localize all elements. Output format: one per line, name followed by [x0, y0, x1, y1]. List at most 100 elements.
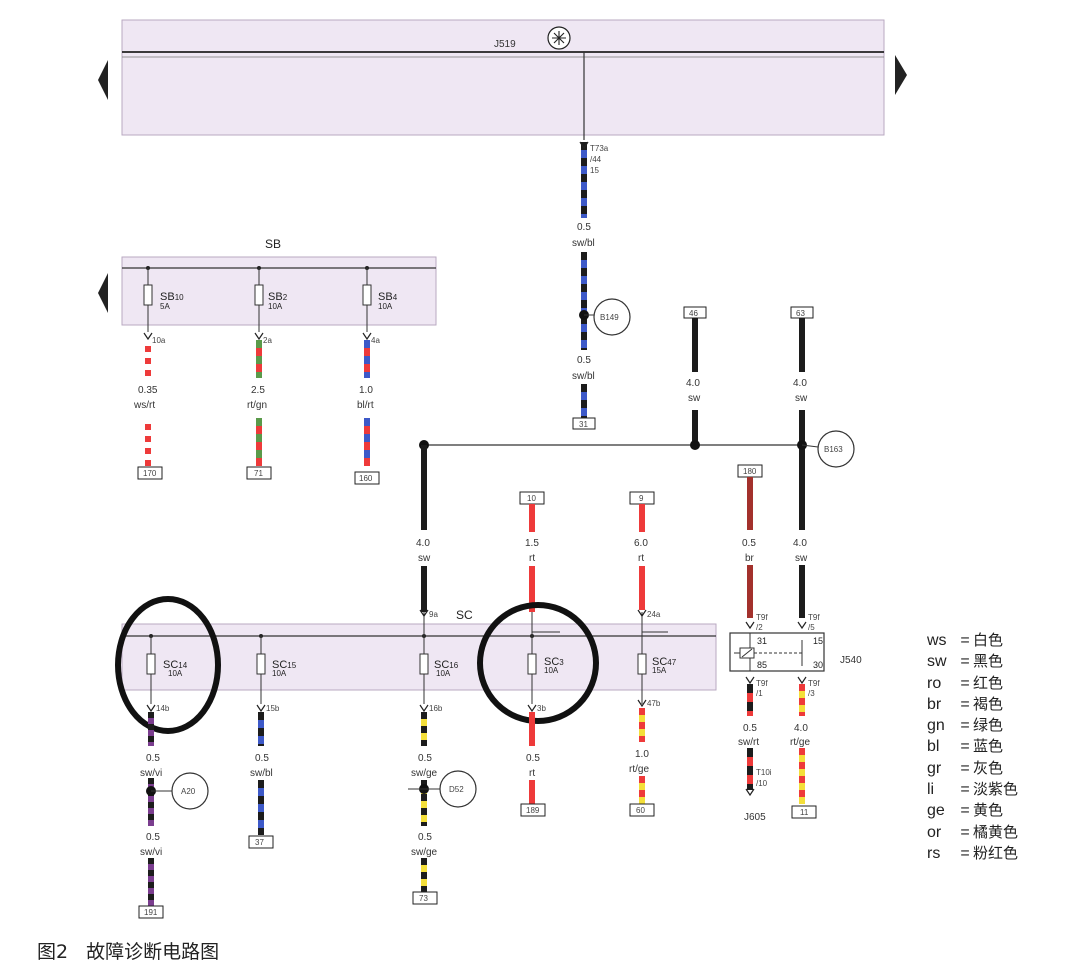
legend-row: br=褐色: [927, 694, 1047, 715]
legend-code: gn: [927, 717, 945, 735]
ref-189: 189: [526, 806, 540, 815]
wire-size: 1.0: [635, 749, 649, 760]
wire-color: br: [745, 553, 755, 564]
legend-code: sw: [927, 653, 947, 671]
right-arrow-icon: [895, 55, 907, 95]
legend-row: sw =黑色: [927, 651, 1047, 672]
legend-code: bl: [927, 738, 940, 756]
legend-cn: 灰色: [973, 758, 1004, 777]
legend-eq: =: [960, 717, 970, 735]
j519-module: J519: [98, 19, 907, 140]
wire-size: 0.5: [577, 222, 591, 233]
svg-text:10A: 10A: [268, 302, 283, 311]
j605-label: J605: [744, 812, 766, 823]
svg-text:SC3: SC3: [544, 656, 564, 668]
wire-size: 4.0: [793, 378, 807, 389]
svg-text:9a: 9a: [429, 610, 438, 619]
ref-11: 11: [800, 808, 809, 817]
wire-color: rt/gn: [247, 400, 267, 411]
legend-row: ws =白色: [927, 630, 1047, 651]
highlight-circle-sc14: [115, 596, 221, 734]
fuse-sc14: SC14 10A 14b: [146, 634, 188, 713]
svg-text:30: 30: [813, 660, 823, 670]
sb-label: SB: [265, 237, 281, 251]
svg-text:T9f: T9f: [808, 613, 820, 622]
wire-size: 0.5: [255, 753, 269, 764]
svg-text:SC47: SC47: [652, 656, 677, 668]
ref-180: 180: [743, 467, 757, 476]
figure-title: 故障诊断电路图: [86, 941, 220, 963]
svg-text:15b: 15b: [266, 704, 280, 713]
ref-9: 9: [639, 494, 644, 503]
legend-code: ge: [927, 802, 945, 820]
legend-eq: =: [960, 653, 970, 671]
svg-text:10a: 10a: [152, 336, 166, 345]
legend-eq: =: [960, 674, 970, 692]
wire-color: sw: [795, 553, 808, 564]
wire-size: 4.0: [686, 378, 700, 389]
legend-row: bl=蓝色: [927, 736, 1047, 757]
wire-size: 0.5: [146, 753, 160, 764]
wire-size: 0.5: [526, 753, 540, 764]
svg-text:T10i: T10i: [756, 768, 772, 777]
legend-cn: 褐色: [973, 694, 1004, 713]
legend-cn: 绿色: [973, 716, 1004, 735]
wire-color: sw/ge: [411, 768, 438, 779]
legend-cn: 粉红色: [973, 843, 1019, 862]
wire-size: 4.0: [794, 723, 808, 734]
legend-cn: 蓝色: [973, 737, 1004, 756]
wire-size: 0.5: [146, 832, 160, 843]
relay-j540: 31 85 15 30 J540: [729, 632, 862, 672]
svg-text:SB4: SB4: [378, 291, 398, 303]
wire-color: bl/rt: [357, 400, 374, 411]
svg-text:10A: 10A: [544, 666, 559, 675]
legend-row: gr=灰色: [927, 758, 1047, 779]
legend-eq: =: [960, 759, 970, 777]
wire-color: rt: [638, 553, 644, 564]
wire-color: rt: [529, 553, 535, 564]
svg-text:T9f: T9f: [756, 613, 768, 622]
ref-71: 71: [254, 469, 263, 478]
wire-color: sw: [418, 553, 431, 564]
legend-cn: 黑色: [973, 652, 1004, 671]
splice-b149-label: B149: [600, 313, 619, 322]
ref-box: [246, 466, 272, 480]
ref-box: [520, 803, 546, 817]
ref-box: [138, 905, 164, 919]
ref-box: [412, 891, 438, 905]
splice-b163-label: B163: [824, 445, 843, 454]
legend-eq: =: [960, 695, 970, 713]
legend-code: li: [927, 781, 935, 799]
wire-color: sw: [688, 393, 701, 404]
wire-color: rt/ge: [790, 737, 810, 748]
left-arrow-icon: [98, 60, 108, 100]
svg-text:/10: /10: [756, 779, 768, 788]
splice-d52-label: D52: [449, 785, 464, 794]
fuse-sc16: SC16 10A 9a 16b: [419, 610, 459, 713]
wire-size: 0.5: [418, 753, 432, 764]
legend-code: rs: [927, 844, 941, 862]
svg-text:SB10: SB10: [160, 291, 184, 303]
svg-text:T9f: T9f: [808, 679, 820, 688]
wire-size: 0.5: [742, 538, 756, 549]
wire-color: ws/rt: [133, 400, 155, 411]
legend-row: rs=粉红色: [927, 843, 1047, 864]
ref-191: 191: [144, 908, 158, 917]
legend-row: li=淡紫色: [927, 779, 1047, 800]
legend-cn: 红色: [973, 673, 1004, 692]
fuse-sb4: SB4 10A 4a: [362, 266, 398, 345]
highlight-circle-sc3: [477, 602, 599, 724]
legend-eq: =: [960, 632, 970, 649]
legend-code: ws: [927, 632, 947, 649]
ref-170: 170: [143, 469, 157, 478]
svg-text:14b: 14b: [156, 704, 170, 713]
ref-box: [572, 417, 596, 430]
wire-size: 4.0: [793, 538, 807, 549]
sc-fuse-panel: SC: [121, 608, 717, 691]
j519-connector-pin: /44: [590, 155, 602, 164]
svg-text:/5: /5: [808, 623, 815, 632]
wire-size: 0.5: [743, 723, 757, 734]
legend-cn: 白色: [973, 631, 1004, 649]
svg-text:SC16: SC16: [434, 659, 459, 671]
svg-text:4a: 4a: [371, 336, 380, 345]
